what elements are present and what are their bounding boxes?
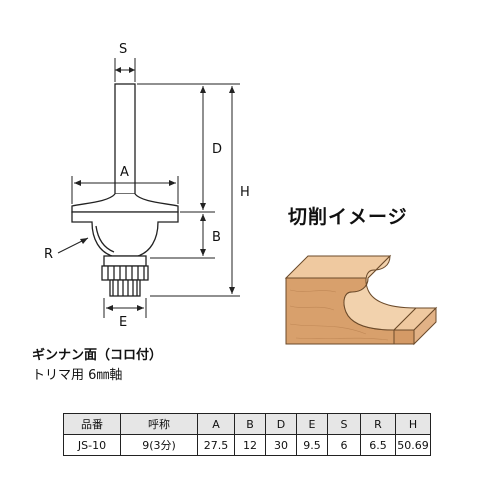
dim-label-b: B [212,230,221,245]
product-name: ギンナン面（コロ付） [32,348,163,363]
dim-label-s: S [119,42,127,57]
bit-bearing-top [103,255,147,267]
bit-neck [71,193,179,213]
spec-cell: 12 [234,434,266,456]
cut-image-title: 切削イメージ [288,206,408,228]
bit-bearing [101,265,149,281]
spec-header: D [265,413,297,435]
bit-cutter [71,211,179,257]
spec-header: B [234,413,266,435]
spec-table: 品番 呼称 A B D E S R H JS-10 9(3分) 27.5 12 … [63,413,431,456]
spec-cell: 6 [327,434,361,456]
spec-cell: 50.69 [395,434,431,456]
spec-table-header-row: 品番 呼称 A B D E S R H [63,413,431,435]
dim-label-d: D [212,142,222,157]
dim-label-h: H [240,185,250,200]
spec-header: S [327,413,361,435]
spec-cell: JS-10 [63,434,121,456]
spec-header: E [296,413,328,435]
spec-header: 呼称 [120,413,198,435]
spec-cell: 27.5 [197,434,235,456]
spec-header: A [197,413,235,435]
spec-header: H [395,413,431,435]
spec-header: R [360,413,396,435]
spec-cell: 6.5 [360,434,396,456]
spec-cell: 9(3分) [120,434,198,456]
dim-label-e: E [119,315,127,330]
bit-profile-inner [95,225,115,253]
cut-profile-illustration [284,254,438,346]
router-bit-diagram: S D A H B R E [44,42,250,330]
product-subtitle: トリマ用 6㎜軸 [32,368,123,383]
dim-label-a: A [120,165,129,180]
bit-bearing-bottom [109,279,141,297]
dim-label-r: R [44,247,53,262]
spec-header: 品番 [63,413,121,435]
spec-cell: 9.5 [296,434,328,456]
table-row: JS-10 9(3分) 27.5 12 30 9.5 6 6.5 50.69 [63,434,431,456]
spec-cell: 30 [265,434,297,456]
